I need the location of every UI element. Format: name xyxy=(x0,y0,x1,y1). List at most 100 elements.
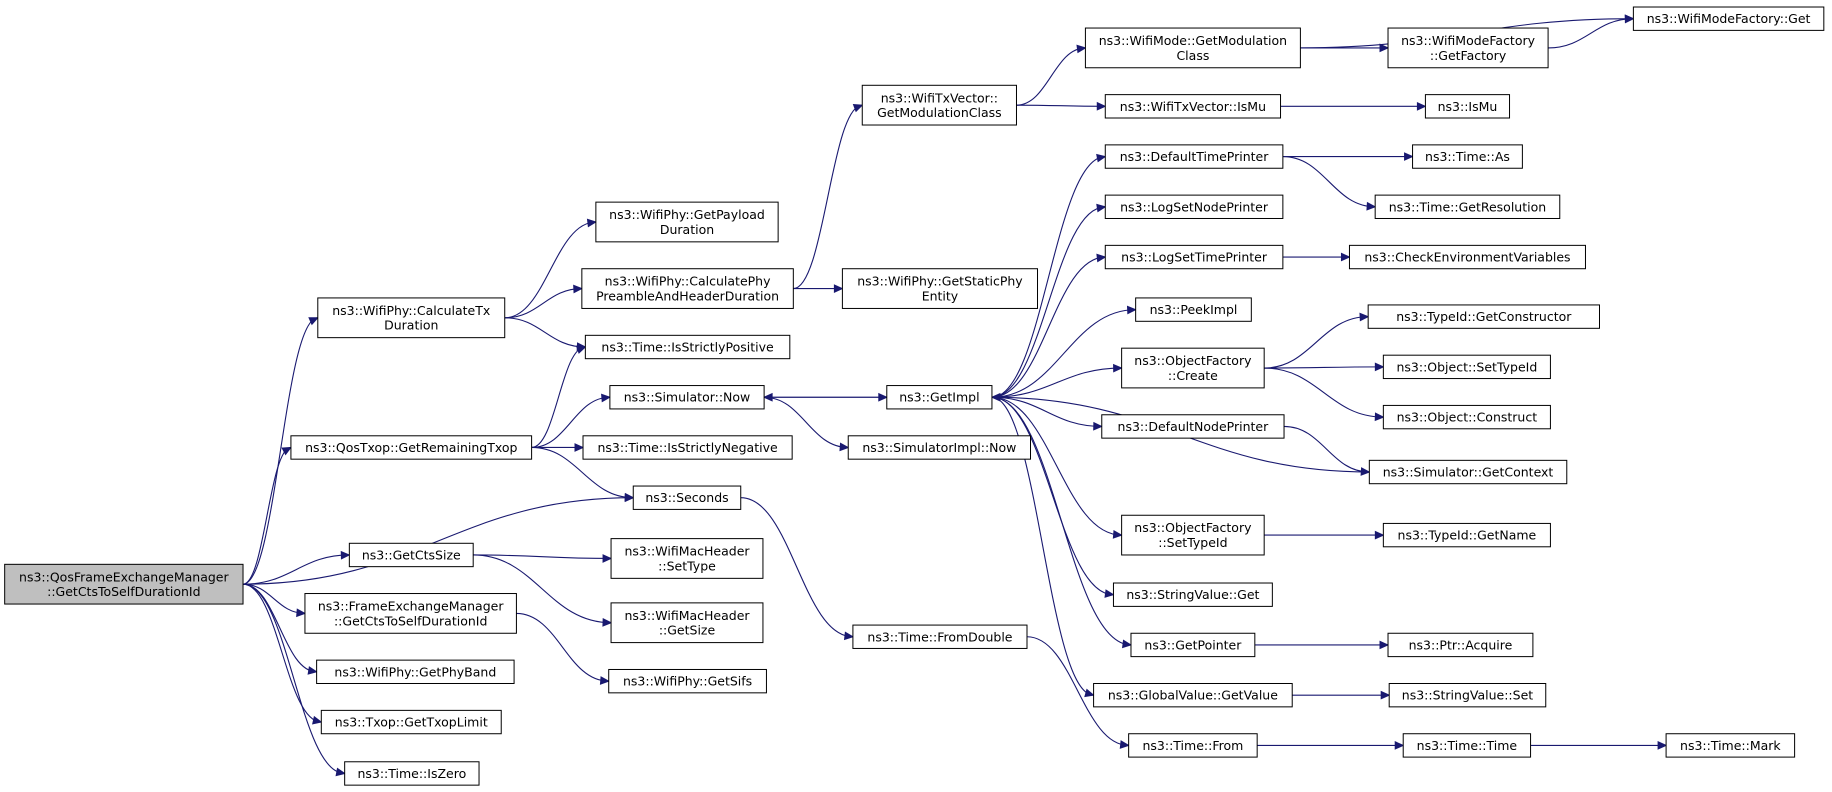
node-ns3-wifimode-getmodulationclass[interactable]: ns3::WifiMode::GetModulationClass xyxy=(1084,27,1301,69)
arrowhead-root-to-isZero xyxy=(335,767,346,777)
node-label: ns3::WifiModeFactory xyxy=(1401,33,1536,48)
node-ns3-getctssize[interactable]: ns3::GetCtsSize xyxy=(348,542,474,568)
node-ns3-defaultnodeprinter[interactable]: ns3::DefaultNodePrinter xyxy=(1101,414,1285,439)
node-label: ns3::Time::IsZero xyxy=(357,766,466,781)
node-ns3-wifiphy-getphyband[interactable]: ns3::WifiPhy::GetPhyBand xyxy=(316,659,515,684)
node-ns3-logsetnodeprinter[interactable]: ns3::LogSetNodePrinter xyxy=(1104,194,1284,219)
node-ns3-wifiphy-calculatephypreambleandheaderduration[interactable]: ns3::WifiPhy::CalculatePhyPreambleAndHea… xyxy=(581,268,794,309)
node-box xyxy=(886,385,993,410)
node-ns3-txop-gettxoplimit[interactable]: ns3::Txop::GetTxopLimit xyxy=(320,709,502,735)
node-box xyxy=(290,435,533,460)
arrowhead-timeFrom-to-timeTime xyxy=(1394,741,1405,750)
node-label: ::GetSize xyxy=(659,623,716,638)
node-ns3-simulatorimpl-now[interactable]: ns3::SimulatorImpl::Now xyxy=(847,435,1031,460)
node-label: ns3::WifiModeFactory::Get xyxy=(1647,11,1811,26)
node-ns3-seconds[interactable]: ns3::Seconds xyxy=(632,485,742,510)
node-ns3-time-as[interactable]: ns3::Time::As xyxy=(1412,144,1523,169)
node-ns3-globalvalue-getvalue[interactable]: ns3::GlobalValue::GetValue xyxy=(1093,682,1293,708)
arrowhead-txvMod-to-txvIsMu xyxy=(1096,101,1107,111)
node-label: ns3::FrameExchangeManager xyxy=(318,598,504,613)
node-ns3-simulator-getcontext[interactable]: ns3::Simulator::GetContext xyxy=(1368,459,1568,485)
node-ns3-simulator-now[interactable]: ns3::Simulator::Now xyxy=(609,385,765,410)
arrowhead-getImpl-to-gvGetValue xyxy=(1084,688,1095,698)
node-box xyxy=(320,709,502,735)
node-box xyxy=(1374,194,1561,219)
node-box xyxy=(1382,522,1551,548)
node-box xyxy=(1402,733,1532,758)
node-ns3-getpointer[interactable]: ns3::GetPointer xyxy=(1130,632,1256,658)
node-ns3-ptr-acquire[interactable]: ns3::Ptr::Acquire xyxy=(1387,632,1534,658)
arrowhead-root-to-txopLimit xyxy=(312,715,323,725)
node-ns3-ismu[interactable]: ns3::IsMu xyxy=(1424,94,1511,119)
node-label: ns3::SimulatorImpl::Now xyxy=(862,440,1016,455)
edges-layer xyxy=(242,14,1668,777)
node-ns3-stringvalue-get[interactable]: ns3::StringValue::Get xyxy=(1112,582,1273,607)
node-label: ns3::WifiPhy::GetPayload xyxy=(609,207,765,222)
node-box xyxy=(1104,194,1284,219)
node-ns3-wifimodefactory-get[interactable]: ns3::WifiModeFactory::Get xyxy=(1632,6,1825,31)
arrowhead-root-to-phyBand xyxy=(307,666,318,675)
node-ns3-peekimpl[interactable]: ns3::PeekImpl xyxy=(1135,297,1252,322)
node-label: ns3::WifiPhy::CalculateTx xyxy=(332,303,490,318)
node-ns3-time-time[interactable]: ns3::Time::Time xyxy=(1402,733,1532,758)
node-ns3-objectfactory-settypeid[interactable]: ns3::ObjectFactory::SetTypeId xyxy=(1121,514,1265,556)
edge-getImpl-to-defTimePrinter xyxy=(991,156,1106,398)
edge-getImpl-to-logNodePrinter xyxy=(991,206,1106,398)
node-ns3-checkenvironmentvariables[interactable]: ns3::CheckEnvironmentVariables xyxy=(1348,244,1586,270)
node-label: Class xyxy=(1176,48,1209,63)
node-box xyxy=(317,297,506,339)
node-label: ns3::QosTxop::GetRemainingTxop xyxy=(305,440,517,455)
node-box xyxy=(1348,244,1586,270)
node-box xyxy=(610,602,764,644)
edge-txvMod-to-txvIsMu xyxy=(1016,104,1106,107)
node-ns3-wifitxvector-ismu[interactable]: ns3::WifiTxVector::IsMu xyxy=(1104,94,1282,119)
node-box xyxy=(1135,297,1252,322)
node-label: ::Create xyxy=(1168,368,1218,383)
node-ns3-object-settypeid[interactable]: ns3::Object::SetTypeId xyxy=(1382,354,1551,380)
node-label: ns3::ObjectFactory xyxy=(1134,353,1252,368)
node-ns3-wifitxvector-getmodulationclass[interactable]: ns3::WifiTxVector::GetModulationClass xyxy=(861,84,1017,126)
node-ns3-logsettimeprinter[interactable]: ns3::LogSetTimePrinter xyxy=(1104,244,1284,270)
edge-femCts-to-getSifs xyxy=(516,612,609,682)
node-ns3-objectfactory-create[interactable]: ns3::ObjectFactory::Create xyxy=(1121,347,1265,389)
node-label: ns3::CheckEnvironmentVariables xyxy=(1364,250,1570,265)
arrowhead-femCts-to-getSifs xyxy=(599,676,610,685)
node-ns3-qostxop-getremainingtxop[interactable]: ns3::QosTxop::GetRemainingTxop xyxy=(290,435,533,460)
node-ns3-time-fromdouble[interactable]: ns3::Time::FromDouble xyxy=(852,624,1028,649)
node-ns3-wifimodefactory-getfactory[interactable]: ns3::WifiModeFactory::GetFactory xyxy=(1387,27,1549,69)
node-ns3-defaulttimeprinter[interactable]: ns3::DefaultTimePrinter xyxy=(1104,144,1284,169)
node-ns3-frameexchangemanager-getctstoselfdurationid[interactable]: ns3::FrameExchangeManager::GetCtsToSelfD… xyxy=(304,593,517,634)
node-ns3-wifimacheader-settype[interactable]: ns3::WifiMacHeader::SetType xyxy=(610,538,764,579)
node-ns3-typeid-getname[interactable]: ns3::TypeId::GetName xyxy=(1382,522,1551,548)
node-ns3-time-mark[interactable]: ns3::Time::Mark xyxy=(1665,733,1796,758)
node-ns3-getimpl[interactable]: ns3::GetImpl xyxy=(886,385,993,410)
arrowhead-defTimePrinter-to-getResolution xyxy=(1366,201,1377,211)
node-label: ns3::GlobalValue::GetValue xyxy=(1108,688,1278,703)
node-ns3-qosframeexchangemanager-getctstoselfdurationid[interactable]: ns3::QosFrameExchangeManager::GetCtsToSe… xyxy=(4,563,244,605)
node-ns3-object-construct[interactable]: ns3::Object::Construct xyxy=(1382,404,1551,430)
node-ns3-time-isstrictlynegative[interactable]: ns3::Time::IsStrictlyNegative xyxy=(582,435,793,460)
node-ns3-stringvalue-set[interactable]: ns3::StringValue::Set xyxy=(1388,682,1547,708)
edge-defNodePrinter-to-getContext xyxy=(1284,425,1370,473)
arrowhead-defTimePrinter-to-timeAs xyxy=(1404,152,1414,161)
edge-modeFactoryGetFactory-to-modeFactoryGet xyxy=(1548,18,1634,49)
arrowhead-seconds-to-fromDouble xyxy=(843,631,855,641)
arrowhead-calcTx-to-preambleDur xyxy=(573,284,584,294)
node-label: ns3::TypeId::GetConstructor xyxy=(1396,309,1572,324)
node-label: ::SetTypeId xyxy=(1158,535,1227,550)
node-ns3-typeid-getconstructor[interactable]: ns3::TypeId::GetConstructor xyxy=(1367,304,1600,329)
edge-simNow-to-implNow xyxy=(764,396,849,449)
arrowhead-getImpl-to-simNow xyxy=(762,392,773,402)
node-ns3-wifiphy-getsifs[interactable]: ns3::WifiPhy::GetSifs xyxy=(608,668,767,694)
arrowhead-getImpl-to-logTimePrinter xyxy=(1096,253,1107,263)
node-ns3-time-getresolution[interactable]: ns3::Time::GetResolution xyxy=(1374,194,1561,219)
node-ns3-time-iszero[interactable]: ns3::Time::IsZero xyxy=(344,761,480,786)
edge-ofCreate-to-objConstruct xyxy=(1264,367,1384,418)
edge-getImpl-to-ofSetTypeId xyxy=(991,396,1122,536)
node-ns3-wifimacheader-getsize[interactable]: ns3::WifiMacHeader::GetSize xyxy=(610,602,764,644)
node-ns3-time-isstrictlypositive[interactable]: ns3::Time::IsStrictlyPositive xyxy=(584,334,791,360)
node-ns3-time-from[interactable]: ns3::Time::From xyxy=(1128,733,1258,758)
